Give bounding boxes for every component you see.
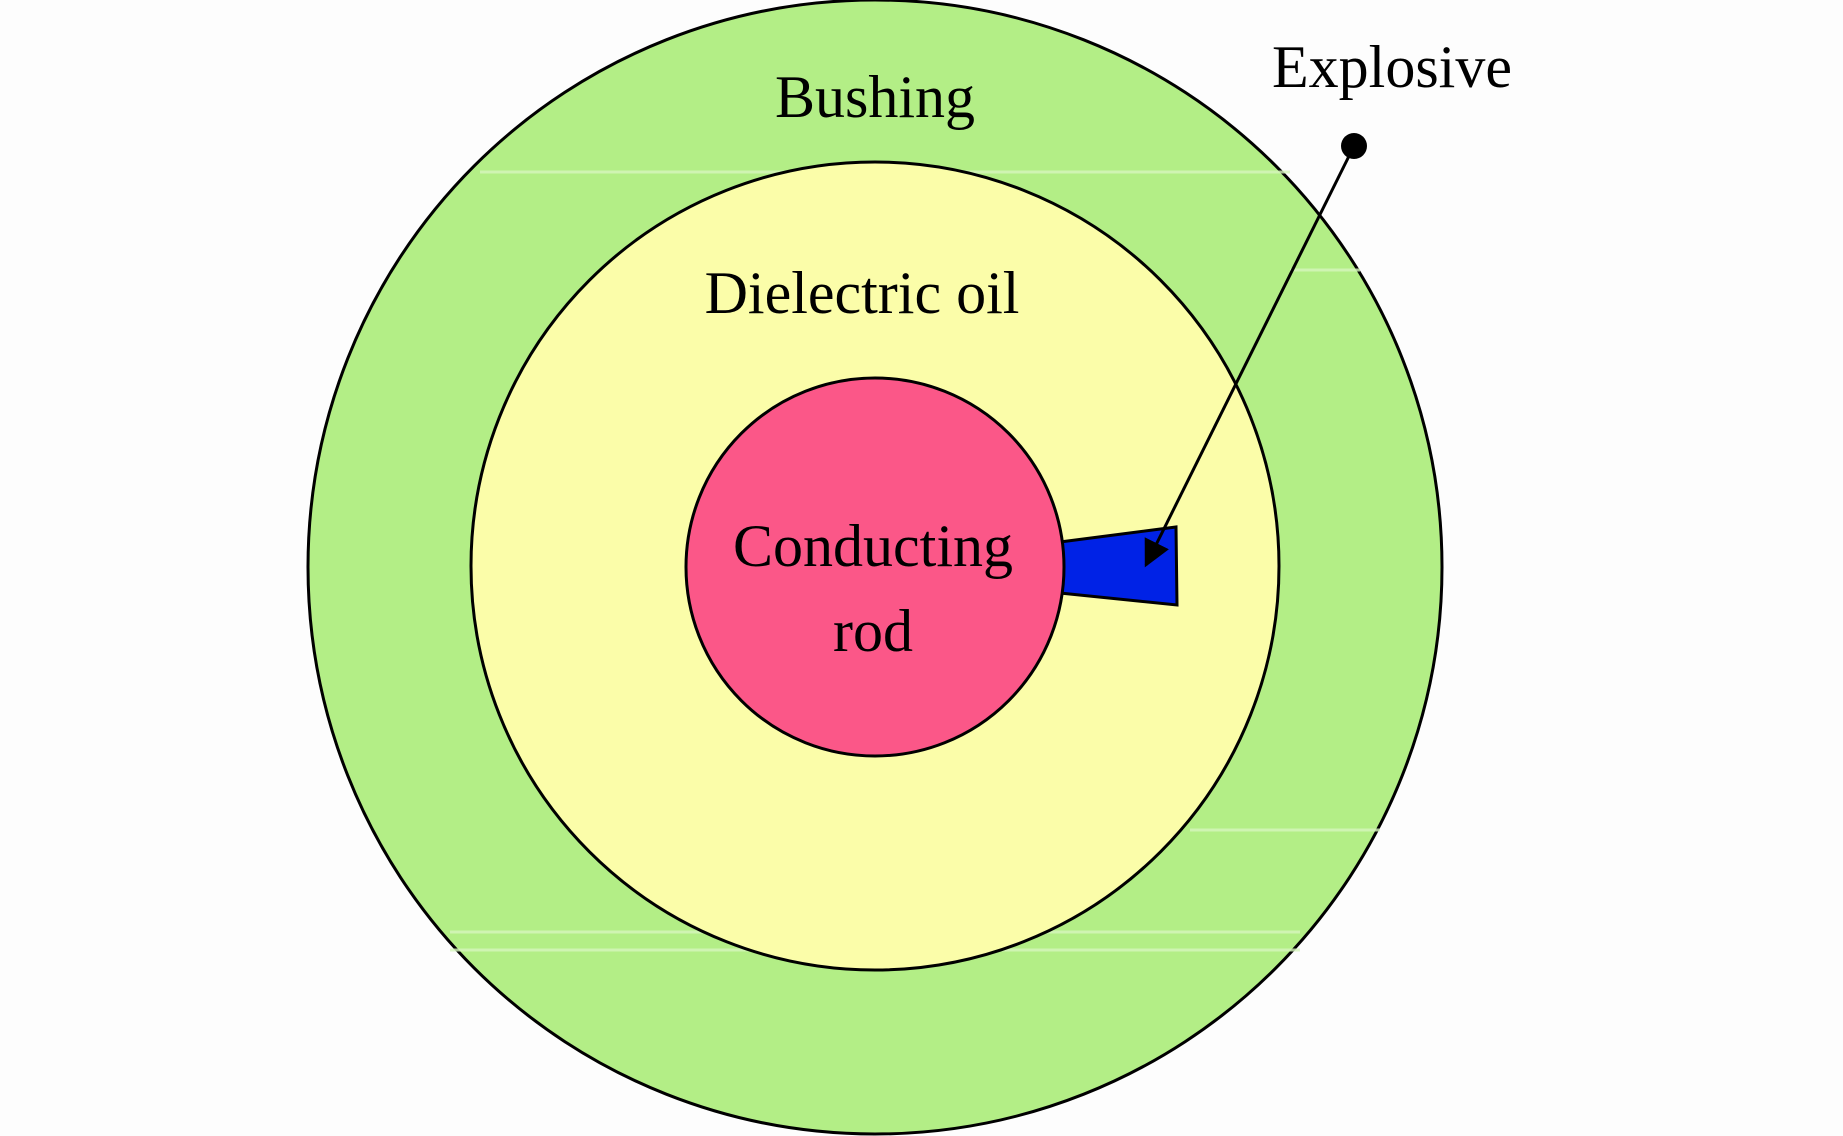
conducting-rod-label-line2: rod	[833, 598, 913, 664]
explosive-label: Explosive	[1272, 34, 1512, 100]
explosive-leader-line	[1144, 145, 1356, 568]
bushing-label: Bushing	[775, 64, 975, 130]
dielectric-oil-label: Dielectric oil	[705, 260, 1020, 326]
conducting-rod-label-line1: Conducting	[733, 513, 1013, 579]
conducting-rod	[684, 376, 1066, 758]
leader-dot	[1341, 133, 1367, 159]
